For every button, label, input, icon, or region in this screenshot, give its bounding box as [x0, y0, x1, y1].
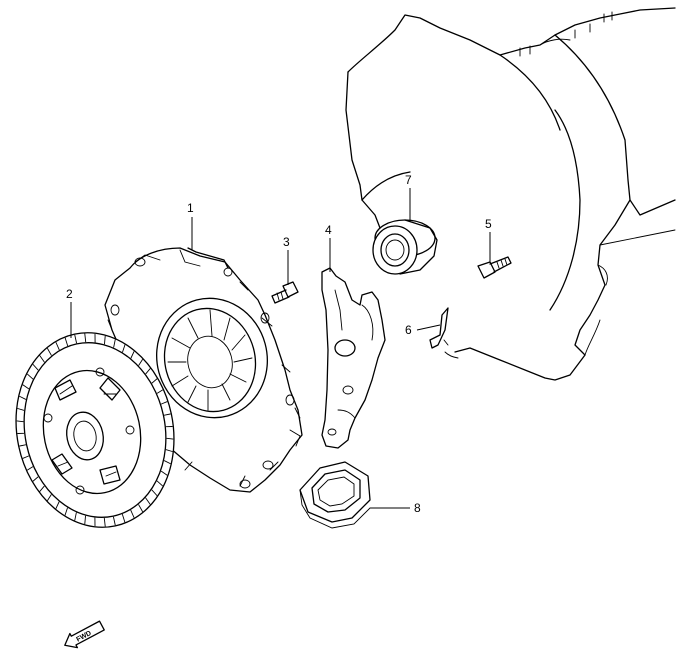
disc-facing-segment	[27, 373, 34, 380]
disc-facing-segment	[74, 512, 77, 521]
disc-facing-segment	[64, 337, 69, 347]
disc-facing-segment	[130, 351, 135, 359]
disc-facing-segment	[121, 513, 126, 523]
disc-facing-segment	[138, 359, 143, 366]
disc-facing-segment	[160, 470, 168, 476]
disc-facing-segment	[160, 401, 168, 405]
disc-facing-segment	[39, 485, 45, 492]
release-bearing	[372, 219, 438, 275]
disc-facing-segment	[17, 408, 25, 411]
release-fork	[321, 267, 386, 449]
disc-facing-segment	[130, 509, 135, 518]
disc-facing-segment	[55, 501, 60, 509]
disc-facing-segment	[138, 504, 143, 512]
clutch-disc	[15, 332, 175, 528]
disc-facing-segment	[145, 368, 151, 375]
disc-facing-segment	[47, 348, 52, 356]
disc-facing-segment	[145, 497, 151, 505]
retaining-clip	[429, 307, 449, 349]
disc-facing-segment	[156, 389, 163, 394]
dust-boot	[299, 461, 371, 529]
disc-facing-segment	[22, 455, 30, 459]
disc-facing-segment	[16, 420, 24, 423]
housing-bolt	[477, 256, 512, 279]
bell-housing	[345, 7, 676, 381]
disc-facing-segment	[32, 476, 39, 482]
callout-4: 4	[325, 223, 332, 237]
disc-facing-segment	[84, 515, 86, 525]
callout-3: 3	[283, 235, 290, 249]
callout-1: 1	[187, 201, 194, 215]
disc-facing-segment	[22, 384, 30, 390]
disc-facing-segment	[163, 413, 171, 416]
callout-7: 7	[405, 173, 412, 187]
forward-arrow-icon: FWD	[64, 620, 105, 649]
disc-facing-segment	[19, 444, 27, 447]
disc-facing-segment	[47, 494, 52, 501]
clutch-cover	[104, 247, 303, 493]
disc-facing-segment	[122, 344, 126, 353]
disc-facing-segment	[55, 342, 60, 351]
disc-facing-segment	[151, 378, 158, 384]
disc-facing-segment	[27, 466, 34, 471]
cover-bolt	[271, 281, 299, 304]
disc-facing-segments	[16, 333, 174, 527]
disc-facing-segment	[32, 364, 39, 371]
disc-facing-segment	[151, 489, 158, 496]
disc-facing-segment	[64, 507, 68, 516]
disc-facing-segment	[165, 449, 173, 452]
disc-facing-segment	[84, 333, 87, 343]
callout-8: 8	[414, 501, 421, 515]
disc-facing-segment	[19, 395, 27, 400]
disc-facing-segment	[39, 355, 45, 363]
disc-facing-segment	[103, 517, 106, 527]
disc-facing-segment	[113, 516, 116, 526]
disc-facing-segment	[113, 339, 116, 348]
disc-facing-segment	[163, 460, 171, 465]
callout-leaders	[70, 188, 491, 509]
callout-5: 5	[485, 217, 492, 231]
disc-facing-segment	[74, 334, 77, 344]
callout-6: 6	[405, 323, 412, 337]
callout-labels: 1 2 3 4 5 6 7 8	[66, 173, 492, 515]
disc-facing-segment	[156, 480, 163, 487]
disc-facing-segment	[166, 437, 174, 440]
callout-2: 2	[66, 287, 73, 301]
disc-facing-segment	[104, 335, 106, 345]
